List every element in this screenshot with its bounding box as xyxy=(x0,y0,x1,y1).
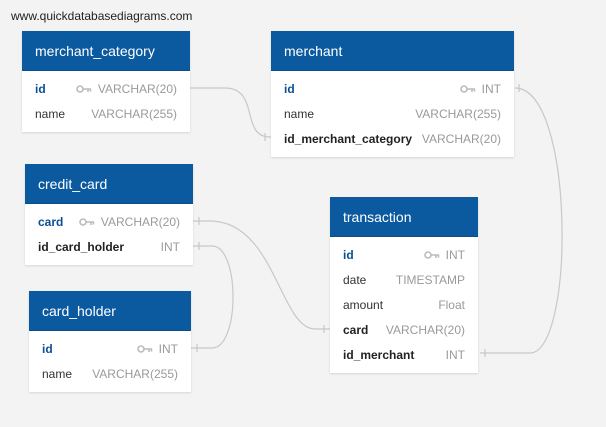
field-type: INT xyxy=(445,347,465,362)
field-row[interactable]: id VARCHAR(20) xyxy=(22,76,190,101)
field-name: id_merchant xyxy=(343,347,415,362)
table-title: card_holder xyxy=(29,291,191,331)
field-name: name xyxy=(42,366,73,381)
field-row[interactable]: amount Float xyxy=(330,292,478,317)
field-type: VARCHAR(255) xyxy=(92,366,178,381)
field-name: card xyxy=(38,214,64,229)
primary-key-icon xyxy=(76,84,92,93)
field-type: INT xyxy=(481,81,501,96)
link-holder-to-card xyxy=(191,245,234,349)
field-name: id xyxy=(343,247,354,262)
field-row[interactable]: id_card_holder INT xyxy=(25,234,193,259)
field-type: VARCHAR(20) xyxy=(100,214,180,229)
field-type: VARCHAR(255) xyxy=(91,106,177,121)
field-name: id xyxy=(35,81,46,96)
field-row[interactable]: name VARCHAR(255) xyxy=(22,101,190,126)
table-merchant[interactable]: merchant id INT name VARCHAR(255) id_mer… xyxy=(271,31,514,157)
field-row[interactable]: name VARCHAR(255) xyxy=(29,361,191,386)
field-row[interactable]: id INT xyxy=(271,76,514,101)
field-name: card xyxy=(343,322,369,337)
table-card-holder[interactable]: card_holder id INT name VARCHAR(255) xyxy=(29,291,191,392)
field-name: id xyxy=(284,81,295,96)
field-row[interactable]: id INT xyxy=(29,336,191,361)
field-name: id xyxy=(42,341,53,356)
link-merchant-to-transaction xyxy=(480,87,563,354)
field-type: VARCHAR(20) xyxy=(421,131,501,146)
table-title: merchant xyxy=(271,31,514,71)
primary-key-icon xyxy=(79,217,95,226)
table-credit-card[interactable]: credit_card card VARCHAR(20) id_card_hol… xyxy=(25,164,193,265)
field-name: id_card_holder xyxy=(38,239,125,254)
link-card-to-transaction xyxy=(193,220,330,330)
primary-key-icon xyxy=(423,250,440,259)
table-merchant-category[interactable]: merchant_category id VARCHAR(20) name VA… xyxy=(22,31,190,132)
field-type: VARCHAR(20) xyxy=(385,322,465,337)
field-name: name xyxy=(35,106,66,121)
field-name: amount xyxy=(343,297,384,312)
field-type: INT xyxy=(160,239,180,254)
table-title: credit_card xyxy=(25,164,193,204)
primary-key-icon xyxy=(136,344,153,353)
table-title: transaction xyxy=(330,197,478,237)
field-name: id_merchant_category xyxy=(284,131,413,146)
field-type: VARCHAR(255) xyxy=(415,106,501,121)
field-row[interactable]: date TIMESTAMP xyxy=(330,267,478,292)
field-type: Float xyxy=(438,297,465,312)
field-row[interactable]: id_merchant INT xyxy=(330,342,478,367)
field-type: TIMESTAMP xyxy=(395,272,465,287)
field-name: date xyxy=(343,272,367,287)
field-row[interactable]: card VARCHAR(20) xyxy=(25,209,193,234)
field-type: VARCHAR(20) xyxy=(97,81,177,96)
field-name: name xyxy=(284,106,315,121)
field-type: INT xyxy=(158,341,178,356)
field-row[interactable]: card VARCHAR(20) xyxy=(330,317,478,342)
field-row[interactable]: id INT xyxy=(330,242,478,267)
table-title: merchant_category xyxy=(22,31,190,71)
field-row[interactable]: name VARCHAR(255) xyxy=(271,101,514,126)
table-transaction[interactable]: transaction id INT date TIMESTAMP amount… xyxy=(330,197,478,373)
field-type: INT xyxy=(445,247,465,262)
link-category-to-merchant xyxy=(185,87,271,138)
primary-key-icon xyxy=(459,84,476,93)
field-row[interactable]: id_merchant_category VARCHAR(20) xyxy=(271,126,514,151)
site-url: www.quickdatabasediagrams.com xyxy=(11,9,193,23)
